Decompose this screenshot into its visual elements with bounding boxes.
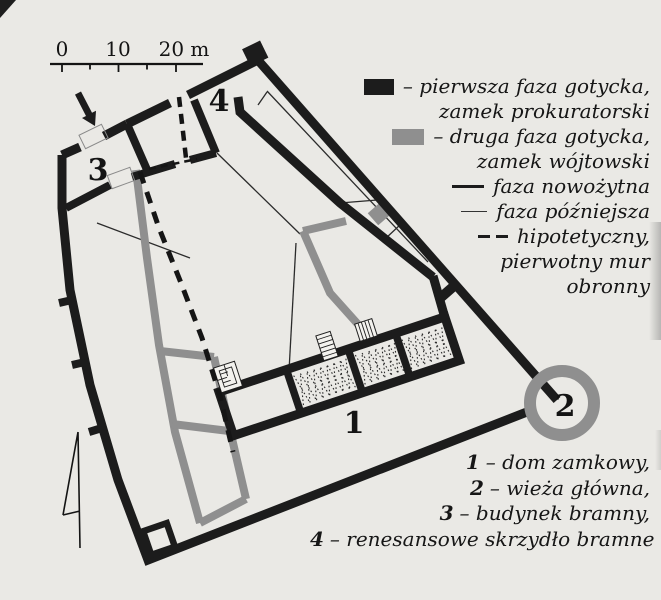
key-row: 1– dom zamkowy, (310, 450, 650, 476)
scale-bar: 0 10 20 m (50, 37, 209, 72)
legend-row: faza późniejsza (320, 199, 650, 224)
gate-room-east-wall (190, 98, 220, 155)
north-arrow-icon (62, 431, 81, 549)
courtyard-wall-arm (299, 229, 367, 334)
buttress (71, 358, 86, 369)
legend-label: – pierwsza faza gotycka, (402, 74, 650, 98)
stair-symbol (315, 330, 339, 362)
building-1-cross-wall (344, 347, 367, 394)
label-building-3: 3 (88, 153, 109, 188)
legend-row: – druga faza gotycka, (320, 124, 650, 149)
building-key: 1– dom zamkowy, 2– wieża główna, 3– budy… (310, 450, 655, 553)
range-cross-line (257, 91, 268, 106)
spiral-stair-symbol (212, 360, 244, 394)
key-row: 2– wieża główna, (310, 476, 650, 502)
first-phase-swatch-icon (363, 78, 394, 95)
scan-corner-artifact (0, 0, 16, 18)
scale-tick-label: 20 m (159, 37, 210, 61)
legend-label: hipotetyczny, (517, 224, 650, 248)
label-building-1: 1 (344, 406, 365, 441)
key-number: 3 (439, 501, 454, 525)
west-range-end-wall (198, 495, 248, 527)
key-number: 1 (465, 450, 480, 474)
curtain-wall-north (125, 98, 172, 129)
hypothetical-wall (148, 157, 198, 171)
legend-row: faza nowożytna (320, 174, 650, 199)
wall-opening (106, 166, 136, 190)
corner-bastion (242, 40, 269, 67)
legend-row: obronny (320, 274, 650, 299)
hypothetical-wall (137, 171, 236, 453)
legend-row: – pierwsza faza gotycka, (320, 74, 650, 99)
scan-edge-smudge (649, 222, 661, 340)
west-range-cross-wall (171, 420, 230, 435)
curtain-wall-north (101, 120, 130, 140)
passage-line (216, 152, 301, 235)
scale-tick-label: 10 (105, 37, 130, 61)
legend-label: faza nowożytna (493, 174, 650, 198)
building-1-cross-wall (391, 332, 414, 379)
label-tower-2: 2 (555, 389, 576, 424)
key-label: – wieża główna, (489, 475, 650, 500)
gatehouse-east-wall (123, 122, 152, 174)
legend-label: pierwotny mur (500, 249, 650, 273)
stair-symbol (354, 318, 378, 342)
hypothetical-wall (176, 96, 189, 159)
legend-label: zamek prokuratorski (438, 99, 650, 123)
key-row: 3– budynek bramny, (310, 501, 650, 527)
west-range-wall (132, 169, 204, 525)
key-label: – renesansowe skrzydło bramne (329, 526, 655, 551)
courtyard-wall-arm (302, 217, 347, 235)
building-1-cross-wall (282, 368, 305, 415)
buttress (58, 296, 73, 307)
curtain-wall-jog (434, 282, 458, 304)
label-building-4: 4 (209, 84, 230, 119)
corner-turret (138, 518, 180, 560)
buttress (87, 424, 104, 436)
key-number: 4 (310, 526, 324, 551)
courtyard-thin-wall (288, 242, 297, 372)
gatehouse-south-wall (64, 181, 112, 212)
curtain-wall-west-south (57, 155, 534, 566)
gothic-phase-1-walls (57, 40, 561, 566)
legend-label: – druga faza gotycka, (433, 124, 650, 148)
legend: – pierwsza faza gotycka, zamek prokurato… (320, 74, 650, 299)
legend-row: hipotetyczny, (320, 224, 650, 249)
key-label: – budynek bramny, (459, 501, 650, 525)
second-phase-swatch-icon (392, 128, 425, 145)
building-1-dom-zamkowy (213, 311, 466, 442)
scan-edge-smudge (655, 430, 661, 470)
key-number: 2 (469, 475, 484, 500)
gate-room-south-wall (188, 149, 218, 164)
range-inner-wall (233, 96, 436, 281)
legend-label: faza późniejsza (496, 199, 650, 223)
building-1-outline (213, 311, 466, 442)
entrance-arrow-icon (75, 91, 96, 126)
curtain-wall-north (60, 142, 82, 160)
key-label: – dom zamkowy, (485, 450, 650, 474)
main-tower-ring (524, 365, 600, 441)
gate-opening (78, 123, 109, 150)
scale-tick-label: 0 (56, 37, 69, 61)
thick-line-icon (452, 184, 485, 189)
key-row: 4– renesansowe skrzydło bramne (310, 526, 655, 553)
range-thin-wall (266, 90, 429, 263)
legend-row: zamek wójtowski (320, 149, 650, 174)
modern-phase-lines (96, 90, 429, 372)
dashed-line-icon (478, 235, 509, 238)
legend-row: zamek prokuratorski (320, 99, 650, 124)
legend-label: obronny (566, 274, 650, 298)
hypothetical-wall-dashes (137, 96, 236, 453)
legend-label: zamek wójtowski (476, 149, 650, 173)
curtain-wall-northeast (252, 55, 561, 403)
legend-row: pierwotny mur (320, 249, 650, 274)
curtain-wall-north (185, 56, 259, 100)
thin-line-icon (461, 210, 488, 213)
